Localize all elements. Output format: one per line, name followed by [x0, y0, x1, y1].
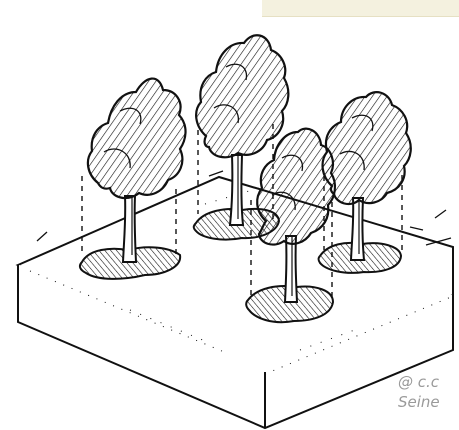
tree-shadows — [78, 207, 403, 324]
sketch-accents — [36, 170, 452, 246]
top-strip — [262, 0, 459, 17]
tree-icon — [195, 34, 290, 226]
image-credit: @ c.c Seine — [398, 372, 459, 412]
credit-line-1: @ c.c — [398, 373, 440, 391]
credit-line-2: Seine — [398, 393, 440, 411]
tree-icon — [86, 77, 187, 263]
tree-icon — [321, 91, 412, 261]
